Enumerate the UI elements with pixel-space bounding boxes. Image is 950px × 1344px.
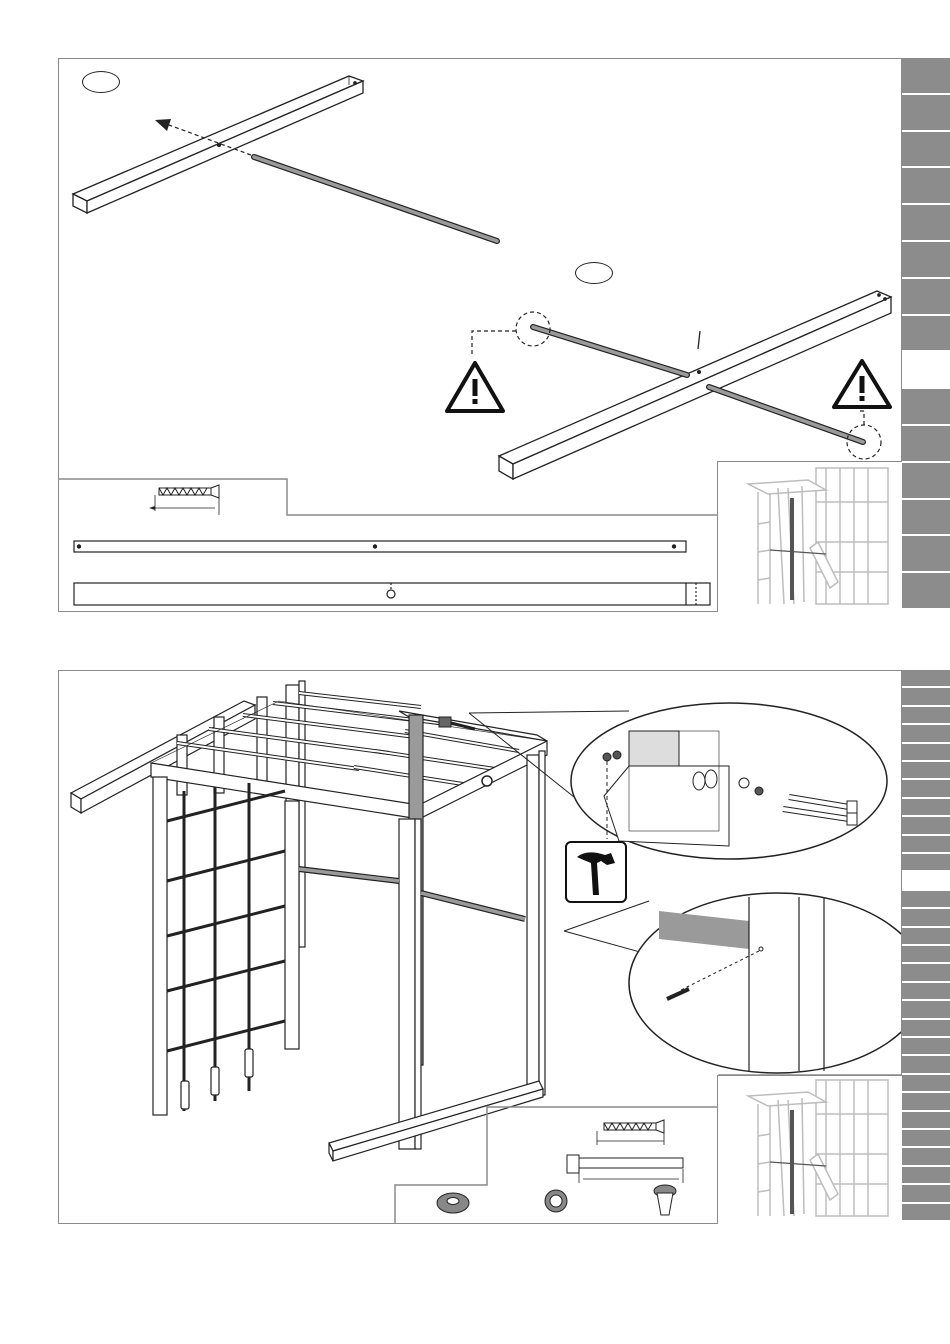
step-tab [902,1148,950,1164]
step-tab [902,707,950,723]
step-marker-b [575,262,613,284]
step-tab [902,463,950,498]
step-tab [902,725,950,741]
assembly-step-panel-bottom [58,670,902,1224]
step-tab [902,95,950,130]
step-tab [902,279,950,314]
washer-icon [437,1193,469,1213]
step-tabs-top [902,58,950,610]
step-tabs-bottom [902,670,950,1222]
step-tab [902,242,950,277]
step-tab [902,1038,950,1054]
step-tab [902,762,950,778]
climbing-frame [71,681,547,1161]
step-tab [902,891,950,907]
step-tab [902,1020,950,1036]
step-tab [902,573,950,608]
step-tab [902,799,950,815]
step-tab [902,670,950,686]
step-tab [902,132,950,167]
step-tab [902,836,950,852]
step-tab [902,688,950,704]
step-tab [902,389,950,424]
step-tab [902,744,950,760]
beam-badge [482,776,492,786]
upper-rod [254,157,497,241]
step-tab [902,1093,950,1109]
t-nut-icon [654,1185,676,1215]
step-tab [902,1112,950,1128]
part-view-beam [74,583,710,605]
step-tab [902,872,950,888]
step-tab [902,964,950,980]
step-tab [902,817,950,833]
overview-thumbnail-top [717,461,902,612]
lower-beam [499,291,891,479]
step-tab [902,780,950,796]
wood-screw-icon [597,1120,664,1145]
step-tab [902,1167,950,1183]
step-tab [902,1130,950,1146]
screw-indicator [698,331,700,349]
warning-triangle-icon [447,363,503,411]
step-tab [902,1056,950,1072]
step-tab [902,1185,950,1201]
step-tab [902,909,950,925]
bolt-icon [567,1155,683,1183]
step-marker-a [82,71,120,93]
step-tab [902,946,950,962]
step-tab [902,1204,950,1220]
wood-screw-icon [149,485,219,515]
step-tab [902,426,950,461]
step-tab [902,1075,950,1091]
assembly-step-panel-top [58,58,902,612]
detail-magnifier-screw [564,893,901,1073]
hammer-icon [565,841,627,903]
step-tab [902,168,950,203]
step-tab [902,500,950,535]
step-tab [902,205,950,240]
overview-thumbnail-bottom [717,1075,902,1224]
step-tab [902,352,950,387]
part-view-rod [74,541,686,552]
step-tab [902,58,950,93]
step-tab [902,983,950,999]
step-tab [902,1001,950,1017]
spring-washer-icon [545,1190,567,1212]
step-tab [902,536,950,571]
step-tab [902,854,950,870]
playset-overview [718,462,902,612]
warning-triangle-icon [834,361,890,407]
playset-overview [718,1076,902,1224]
step-tab [902,928,950,944]
upper-beam [73,76,363,213]
step-tab [902,316,950,351]
